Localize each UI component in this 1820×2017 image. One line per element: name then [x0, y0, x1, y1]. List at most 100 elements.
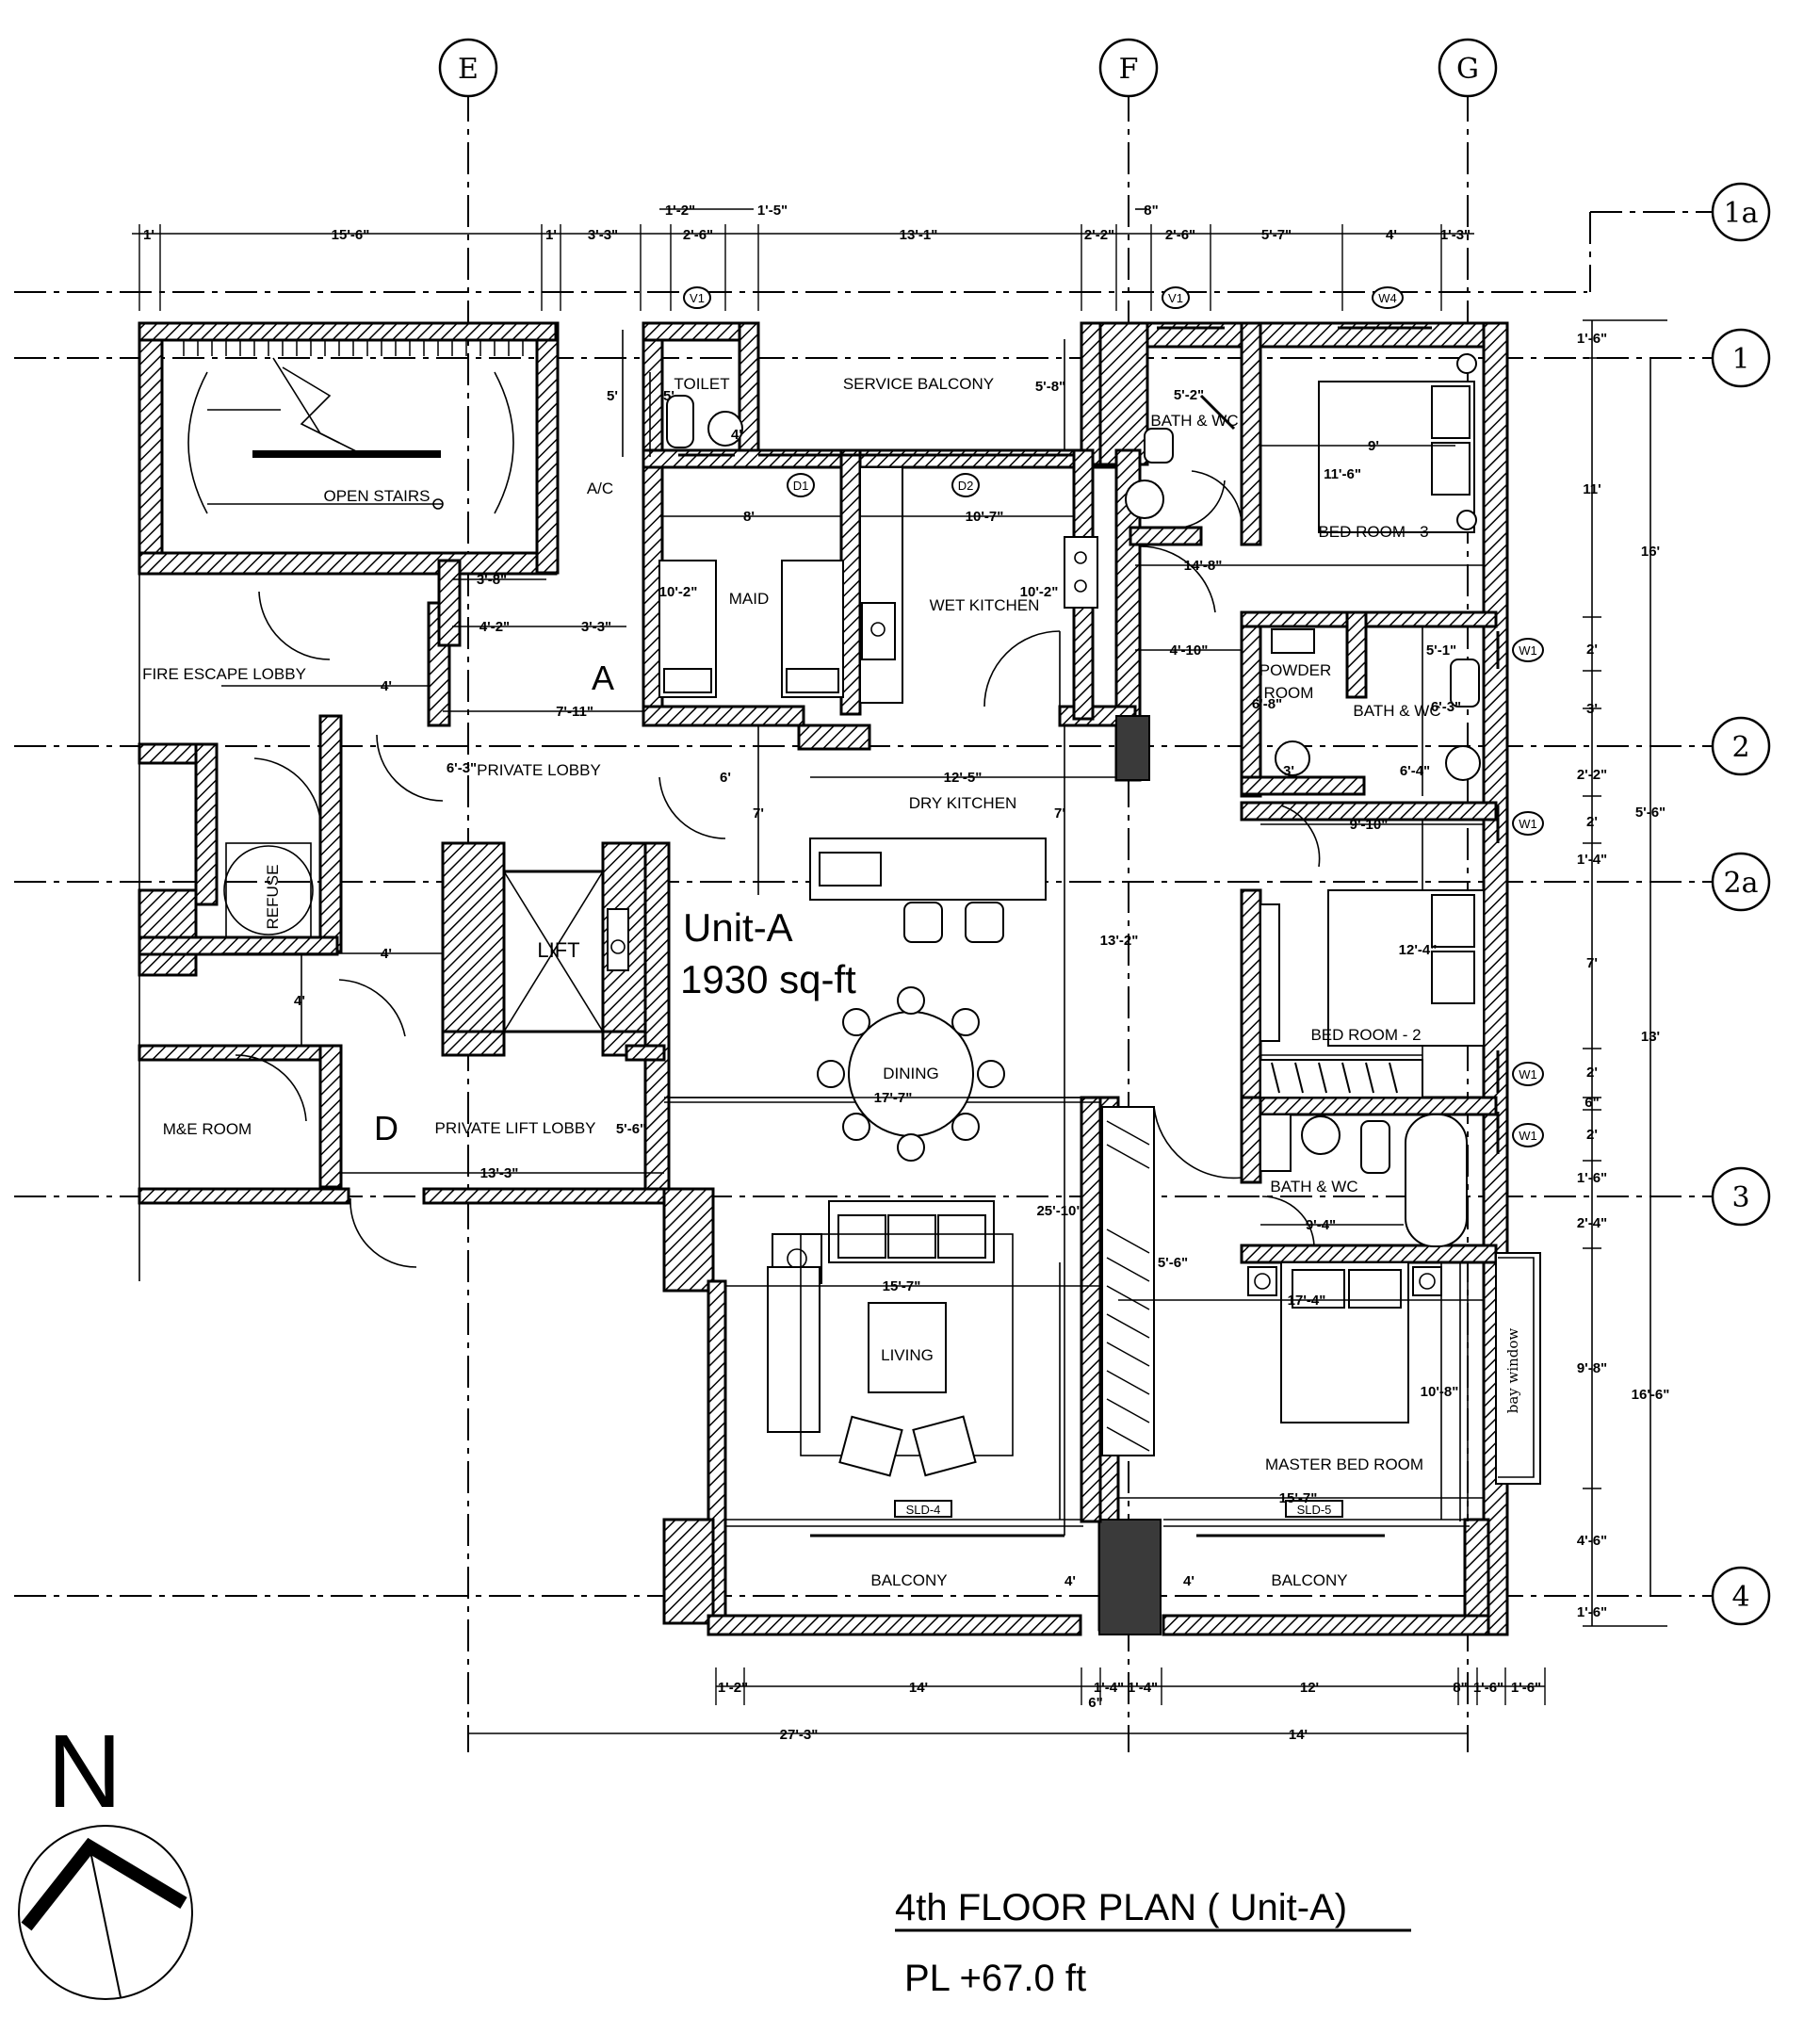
- room-label-dining: DINING: [883, 1065, 939, 1082]
- dim-int-7: 11'-6": [1324, 466, 1361, 482]
- dim-int-29: 9'-10": [1350, 817, 1389, 833]
- tag-w1-a: [1512, 638, 1544, 662]
- dim-bottom-3: 1'-4": [1094, 1680, 1124, 1696]
- dim-int-42: 10'-8": [1421, 1384, 1459, 1400]
- dim-top-upper-2: 1'-5": [757, 203, 788, 219]
- dim-top-6: 13'-1": [900, 227, 938, 243]
- room-label-ac: A/C: [587, 480, 613, 497]
- room-label-wet-kitchen: WET KITCHEN: [930, 596, 1040, 614]
- room-label-room: ROOM: [1264, 684, 1314, 702]
- tag-sld5: [1285, 1500, 1343, 1518]
- dim-right-outer-1: 16': [1641, 544, 1660, 560]
- room-label-dry-kitchen: DRY KITCHEN: [909, 794, 1017, 812]
- tag-d1: [787, 473, 815, 497]
- dim-bottom-5: 12': [1300, 1680, 1319, 1696]
- grid-bubble-4: [1711, 1566, 1771, 1626]
- grid-bubble-1: [1711, 328, 1771, 388]
- dim-top-9: 5'-7": [1261, 227, 1292, 243]
- room-label-living: LIVING: [881, 1346, 934, 1364]
- dim-right-11: 2': [1586, 1127, 1598, 1143]
- dim-right-4: 3': [1586, 701, 1598, 717]
- grid-bubble-f: [1098, 38, 1159, 98]
- dim-top-1: 1': [143, 227, 154, 243]
- dim-bottom-7: 1'-6": [1473, 1680, 1503, 1696]
- tag-v1-right: [1162, 286, 1190, 309]
- room-label-bath-wc-top: BATH & WC: [1150, 412, 1238, 430]
- tag-w1-d-label: W1: [1519, 1129, 1537, 1143]
- grid-label-f: F: [1119, 53, 1139, 86]
- room-label-private-lift-lobby: PRIVATE LIFT LOBBY: [435, 1119, 596, 1137]
- dim-right-outer-4: 16'-6": [1632, 1387, 1670, 1403]
- dim-int-32: 4': [381, 946, 392, 962]
- dim-int-3: 4': [731, 427, 742, 443]
- dim-top-11: 1'-3": [1440, 227, 1471, 243]
- north-arrow: N: [18, 1714, 193, 2000]
- dim-int-45: 4': [1183, 1573, 1194, 1589]
- plan-title: 4th FLOOR PLAN ( Unit-A): [895, 1887, 1347, 1928]
- dimensions-top: 1' 15'-6" 1' 3'-3" 2'-6" 13'-1" 2'-2" 2'…: [143, 203, 1471, 243]
- dim-top-4: 3'-3": [588, 227, 618, 243]
- tag-w1-a-label: W1: [1519, 643, 1537, 658]
- grid-bubble-e: [438, 38, 498, 98]
- room-label-bay-window: bay window: [1504, 1328, 1521, 1414]
- dim-int-44: 4': [1064, 1573, 1076, 1589]
- dim-right-5: 2'-2": [1577, 767, 1607, 783]
- dim-int-21: 7': [1054, 805, 1065, 821]
- tag-sld4: [894, 1500, 952, 1518]
- room-label-bath-wc-low: BATH & WC: [1270, 1178, 1357, 1196]
- room-labels: TOILET SERVICE BALCONY BATH & WC BED ROO…: [142, 375, 1521, 1589]
- dim-int-24: 6'-8": [1252, 696, 1282, 712]
- room-label-fire-escape-lobby: FIRE ESCAPE LOBBY: [142, 665, 306, 683]
- dim-int-33: 4': [294, 993, 305, 1009]
- unit-area: 1930 sq-ft: [680, 957, 856, 1001]
- dim-right-12: 1'-6": [1577, 1170, 1607, 1186]
- dim-int-14: 3'-3": [581, 619, 611, 635]
- dim-bottom-9: 6": [1088, 1695, 1102, 1711]
- tag-w4: [1372, 286, 1404, 309]
- dim-right-14: 9'-8": [1577, 1360, 1607, 1376]
- dim-int-40: 15'-7": [883, 1278, 921, 1294]
- unit-marker-d: D: [374, 1109, 398, 1147]
- room-label-toilet: TOILET: [674, 375, 729, 393]
- dim-int-17: 6'-3": [447, 760, 477, 776]
- room-label-balcony-left: BALCONY: [870, 1571, 947, 1589]
- dim-int-9: 10'-7": [966, 509, 1004, 525]
- grid-bubble-2: [1711, 716, 1771, 776]
- dim-right-15: 4'-6": [1577, 1533, 1607, 1549]
- dimension-lines: [132, 208, 1667, 1734]
- dim-int-13: 4'-2": [479, 619, 510, 635]
- dim-bottom-1: 1'-2": [718, 1680, 748, 1696]
- dim-int-19: 12'-5": [944, 770, 983, 786]
- dim-right-1: 1'-6": [1577, 331, 1607, 347]
- dim-int-26: 6'-3": [1431, 699, 1461, 715]
- grid-bubble-3: [1711, 1166, 1771, 1227]
- dim-int-16: 7'-11": [556, 704, 593, 720]
- dimensions-bottom: 1'-2" 14' 1'-4" 1'-4" 12' 8" 1'-6" 1'-6"…: [718, 1680, 1541, 1743]
- dim-int-2: 5': [663, 388, 674, 404]
- dim-int-37: 25'-10": [1036, 1203, 1082, 1219]
- dim-right-16: 1'-6": [1577, 1604, 1607, 1620]
- dim-int-38: 9'-4": [1306, 1217, 1336, 1233]
- room-label-lift: LIFT: [537, 938, 579, 962]
- dim-int-1: 5': [607, 388, 618, 404]
- tag-w4-label: W4: [1378, 291, 1397, 305]
- dim-bottom-2: 14': [909, 1680, 928, 1696]
- room-label-master-bedroom: MASTER BED ROOM: [1265, 1456, 1423, 1473]
- tag-d2-label: D2: [958, 479, 974, 493]
- dim-right-6: 2': [1586, 814, 1598, 830]
- dim-int-12: 3'-8": [477, 572, 507, 588]
- tag-sld4-label: SLD-4: [906, 1503, 941, 1517]
- tag-w1-d: [1512, 1123, 1544, 1147]
- dim-right-13: 2'-4": [1577, 1215, 1607, 1231]
- opening-tags: V1 V1 W4 D1 D2 W1 W1 W1 W1 SLD-4 SLD-5: [683, 286, 1544, 1518]
- room-label-balcony-right: BALCONY: [1271, 1571, 1347, 1589]
- grid-label-2: 2: [1731, 731, 1749, 764]
- tag-d2: [951, 473, 980, 497]
- dim-int-8: 8': [743, 509, 755, 525]
- furniture: [161, 326, 1541, 1537]
- dim-top-8: 2'-6": [1165, 227, 1195, 243]
- dim-int-41: 17'-4": [1288, 1293, 1326, 1309]
- dim-int-34: 17'-7": [874, 1090, 913, 1106]
- room-label-open-stairs: OPEN STAIRS: [323, 487, 430, 505]
- dim-right-2: 11': [1583, 481, 1601, 497]
